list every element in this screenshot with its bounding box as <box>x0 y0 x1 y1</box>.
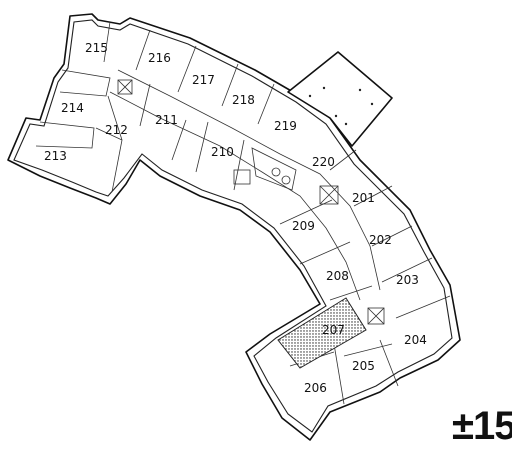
scale-label: ±15 <box>452 404 512 448</box>
room-216-label: 216 <box>148 51 171 65</box>
room-217-label: 217 <box>192 73 215 87</box>
room-215-label: 215 <box>85 41 108 55</box>
room-202-label: 202 <box>369 233 392 247</box>
room-207-hatch <box>277 297 367 369</box>
room-205-label: 205 <box>352 359 375 373</box>
stair-core <box>117 79 385 325</box>
room-labels: 215 216 217 218 219 214 212 211 213 210 … <box>44 41 427 395</box>
room-203-label: 203 <box>396 273 419 287</box>
room-213-label: 213 <box>44 149 67 163</box>
room-207-label: 207 <box>322 323 345 337</box>
room-212-label: 212 <box>105 123 128 137</box>
room-214-label: 214 <box>61 101 84 115</box>
room-201-label: 201 <box>352 191 375 205</box>
room-218-label: 218 <box>232 93 255 107</box>
room-206-label: 206 <box>304 381 327 395</box>
room-208-label: 208 <box>326 269 349 283</box>
corridor <box>109 69 381 301</box>
room-210-label: 210 <box>211 145 234 159</box>
room-204-label: 204 <box>404 333 427 347</box>
room-partitions <box>35 21 451 405</box>
building-outline <box>7 13 461 441</box>
room-209-label: 209 <box>292 219 315 233</box>
room-220-label: 220 <box>312 155 335 169</box>
room-219-label: 219 <box>274 119 297 133</box>
annex-outline <box>287 51 393 147</box>
room-211-label: 211 <box>155 113 178 127</box>
